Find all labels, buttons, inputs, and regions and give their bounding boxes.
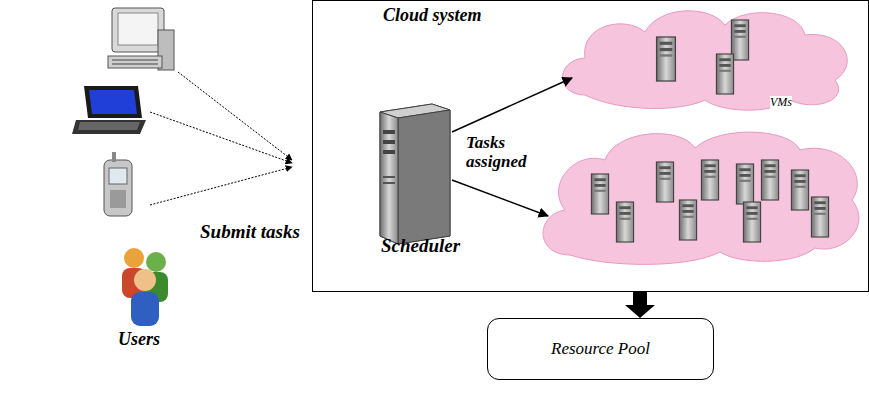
submit-arrows — [150, 72, 292, 205]
assign-arrows — [452, 78, 572, 216]
cloud-system-box: Cloud systemScheduler — [312, 0, 869, 292]
resource-pool-box: Resource Pool — [487, 318, 714, 380]
users-icon — [122, 248, 168, 326]
submit-label: Submit tasks — [200, 222, 300, 243]
vm-cloud — [543, 132, 859, 264]
desktop-icon — [108, 8, 174, 70]
vm-cloud — [563, 11, 848, 110]
flow-arrow — [625, 292, 655, 318]
node-text: Scheduler — [379, 233, 462, 259]
laptop-icon — [72, 86, 146, 134]
node-text: Resource Pool — [539, 339, 662, 359]
phone-icon — [104, 152, 132, 216]
vms-label: VMs — [770, 96, 792, 109]
users-label: Users — [118, 330, 160, 350]
scheduler-node: Scheduler — [379, 233, 462, 259]
scheduler-server — [380, 104, 450, 244]
node-text: Cloud system — [313, 1, 868, 26]
tasks-label: Tasks assigned — [466, 134, 546, 171]
